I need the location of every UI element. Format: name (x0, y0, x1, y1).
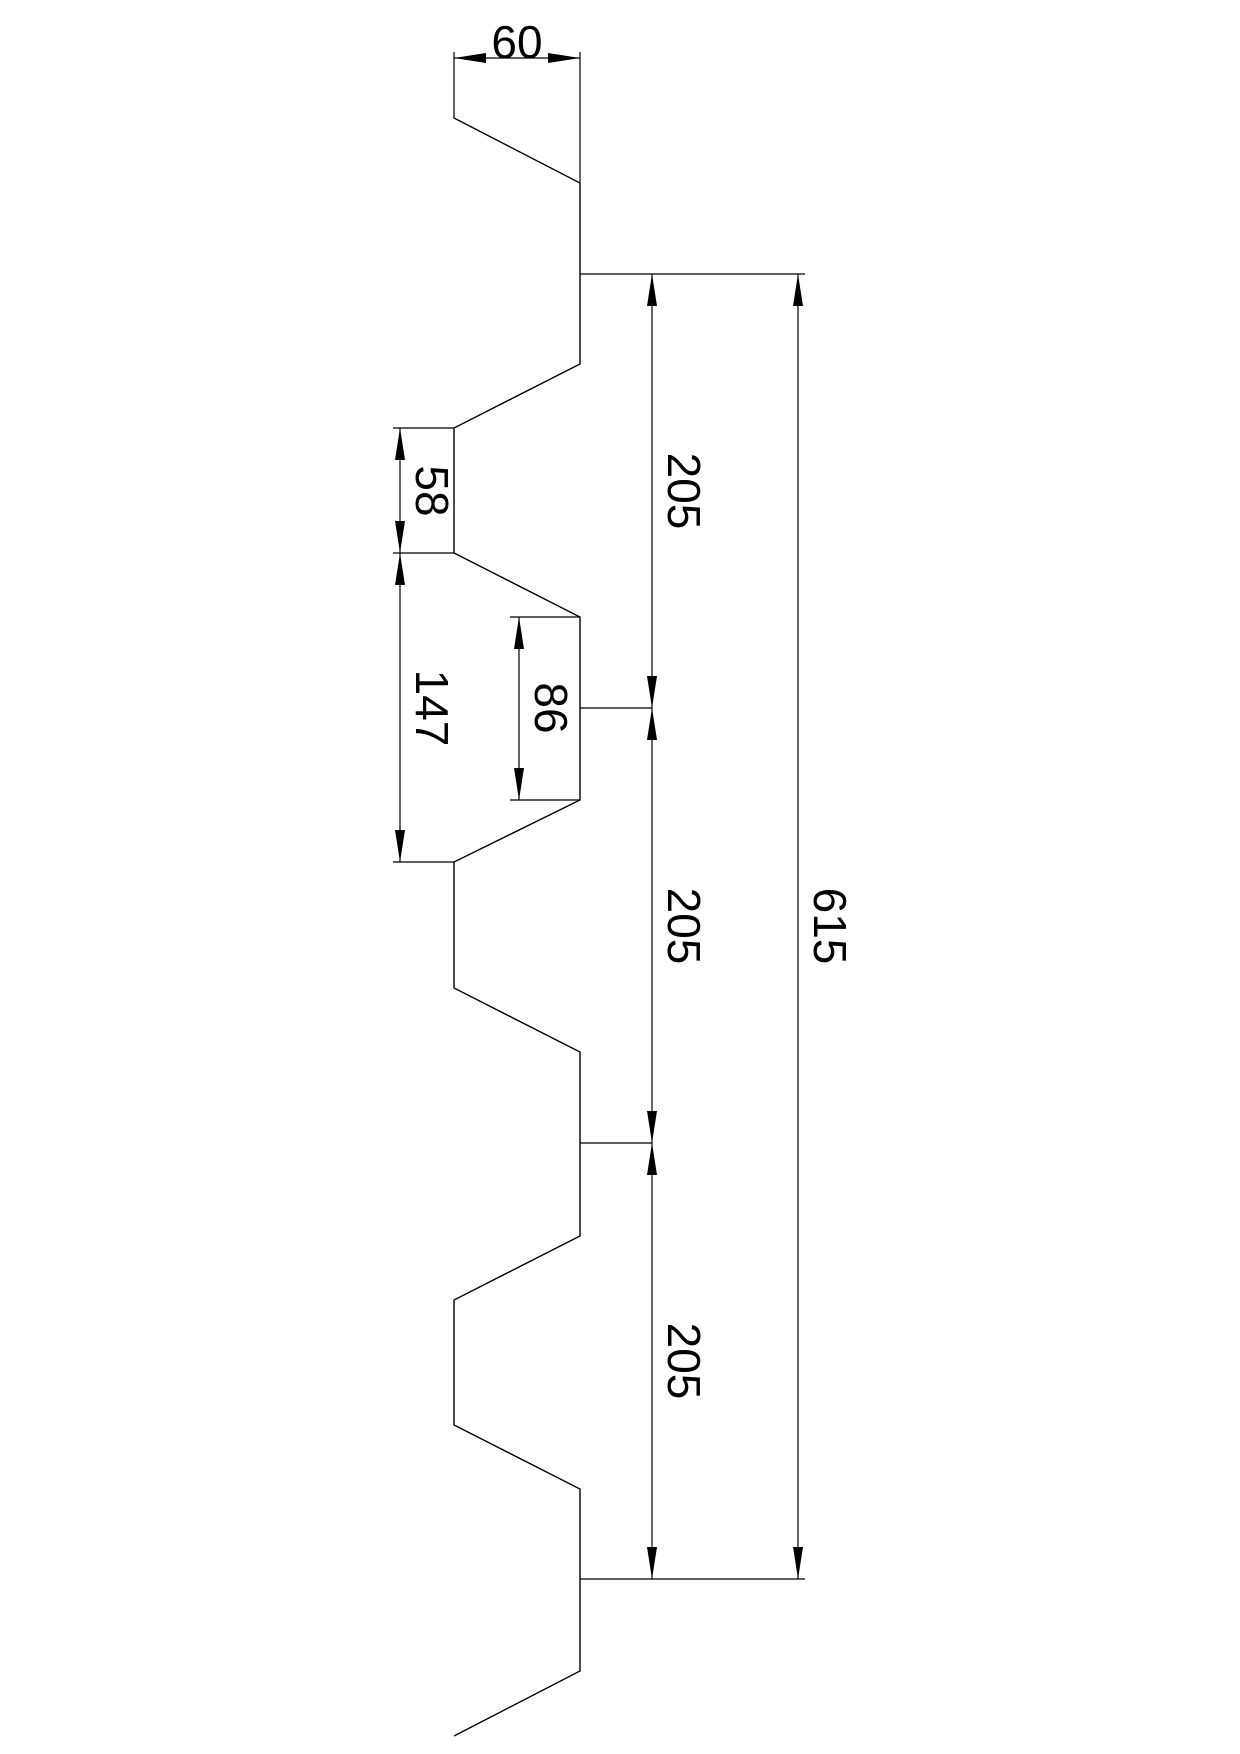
arrowhead (395, 553, 405, 585)
arrowhead (647, 1547, 657, 1579)
arrowhead (395, 428, 405, 460)
dimension-615: 615 (793, 274, 856, 1579)
arrowhead (395, 830, 405, 862)
dimension-label-58: 58 (406, 465, 458, 516)
dimension-label-205-first: 205 (658, 453, 710, 530)
dimension-label-147: 147 (406, 670, 458, 747)
dimension-label-205-second: 205 (658, 888, 710, 965)
dimension-label-205-third: 205 (658, 1323, 710, 1400)
arrowhead (793, 1547, 803, 1579)
arrowhead (548, 53, 580, 63)
arrowhead (647, 1111, 657, 1143)
sheet-profile-outline (453, 117, 581, 1737)
dimension-60: 60 (453, 16, 581, 183)
arrowhead (647, 708, 657, 740)
dimension-86: 86 (514, 617, 577, 800)
dimension-label-60: 60 (491, 16, 542, 68)
dimension-205-first: 205 (647, 274, 710, 708)
dimension-205-second: 205 (647, 708, 710, 1143)
arrowhead (793, 274, 803, 306)
dimension-58: 58 (395, 428, 458, 553)
arrowhead (395, 521, 405, 553)
arrowhead (514, 617, 524, 649)
dimension-label-615: 615 (804, 888, 856, 965)
arrowhead (647, 1143, 657, 1175)
arrowhead (647, 676, 657, 708)
dimension-label-86: 86 (525, 682, 577, 733)
dimension-147: 147 (395, 553, 458, 862)
arrowhead (514, 768, 524, 800)
arrowhead (454, 53, 486, 63)
arrowhead (647, 274, 657, 306)
dimension-205-third: 205 (647, 1143, 710, 1579)
